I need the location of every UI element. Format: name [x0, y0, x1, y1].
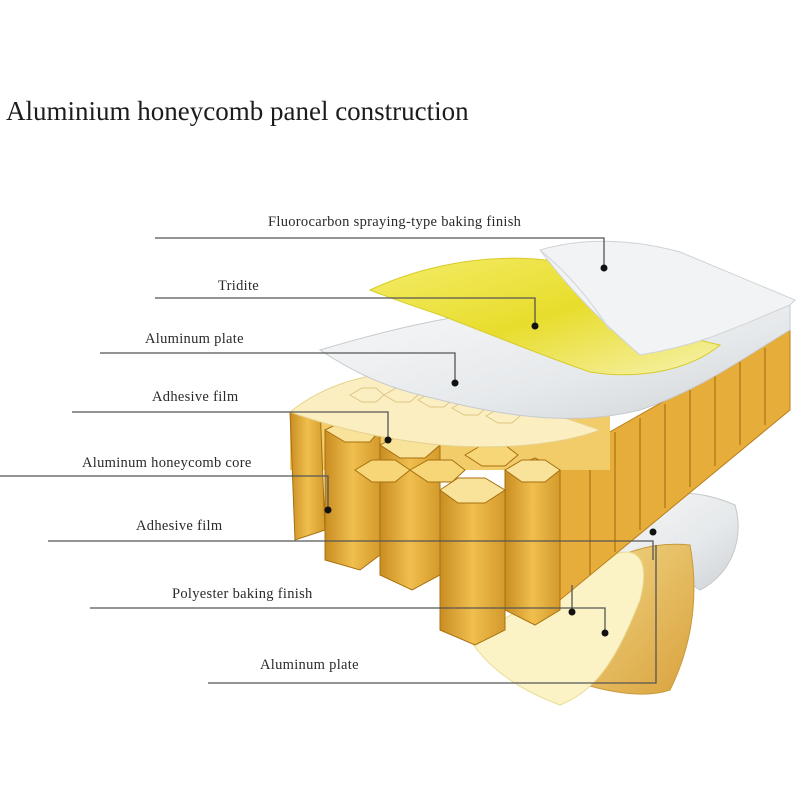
- marker-dot: [649, 528, 657, 536]
- label-fluorocarbon-finish: Fluorocarbon spraying-type baking finish: [268, 214, 522, 230]
- callout-aluminum-plate-bottom: Aluminum plate: [208, 545, 657, 684]
- label-tridite: Tridite: [218, 278, 259, 294]
- callout-fluorocarbon: Fluorocarbon spraying-type baking finish: [155, 214, 608, 272]
- marker-dot: [601, 629, 609, 637]
- marker-dot: [451, 379, 459, 387]
- callout-aluminum-plate-top: Aluminum plate: [100, 331, 459, 387]
- label-polyester-finish: Polyester baking finish: [172, 586, 313, 602]
- diagram-title: Aluminium honeycomb panel construction: [6, 96, 469, 126]
- label-aluminum-plate-bottom: Aluminum plate: [260, 657, 359, 673]
- bottom-adhesive-film: [469, 551, 645, 706]
- callout-tridite: Tridite: [155, 278, 539, 330]
- honeycomb-side-walls: [589, 348, 766, 575]
- marker-dot: [384, 436, 392, 444]
- marker-dot: [324, 506, 332, 514]
- label-honeycomb-core: Aluminum honeycomb core: [82, 455, 252, 471]
- label-adhesive-film-bottom: Adhesive film: [136, 518, 223, 534]
- label-aluminum-plate-top: Aluminum plate: [145, 331, 244, 347]
- callout-polyester-finish: Polyester baking finish: [90, 585, 609, 637]
- marker-dot: [568, 608, 576, 616]
- marker-dot: [600, 264, 608, 272]
- panel-illustration: [288, 240, 796, 706]
- callout-adhesive-film-top: Adhesive film: [72, 389, 392, 444]
- label-adhesive-film-top: Adhesive film: [152, 389, 239, 405]
- callout-honeycomb-core: Aluminum honeycomb core: [0, 455, 332, 514]
- callout-adhesive-film-bottom: Adhesive film: [48, 518, 657, 560]
- marker-dot: [531, 322, 539, 330]
- top-adhesive-film: [288, 371, 602, 448]
